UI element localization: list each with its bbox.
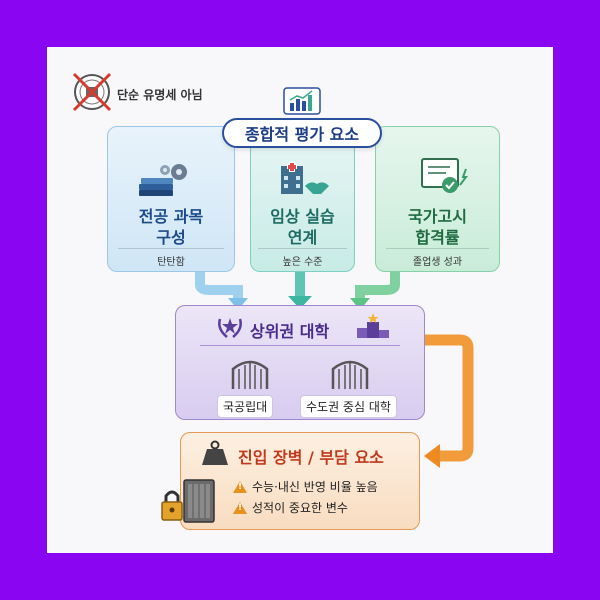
card-clinical-practice [250,140,355,272]
arrow-barrier-head [424,444,440,468]
card-right-sub: 졸업생 성과 [412,257,463,268]
hospital-handshake-icon [281,162,329,194]
note-not-just-fame: 단순 유명세 아님 [117,88,203,102]
books-gears-icon [139,164,187,196]
card-left-title: 전공 과목 구성 [107,206,235,248]
warning-icon [233,501,247,514]
uni-divider [200,345,400,346]
university-gate-icon-right [331,360,369,389]
bar-chart-icon [283,87,321,115]
card-mid-title-line2: 연계 [287,228,318,247]
warning-icon [233,480,247,493]
card-right-title-line2: 합격률 [415,228,460,247]
entry-barrier-box [180,432,420,530]
podium-icon [357,313,389,338]
card-left-title-line1: 전공 과목 [138,207,204,226]
barrier-item-1-text: 수능·내신 반영 비율 높음 [252,480,378,494]
card-right-title-line1: 국가고시 [408,207,467,226]
top-tier-university-title: 상위권 대학 [250,322,330,341]
label-national-public-university: 국공립대 [217,395,274,418]
entry-barrier-title: 진입 장벽 / 부담 요소 [238,448,384,467]
comprehensive-evaluation-title: 종합적 평가 요소 [222,118,382,148]
card-mid-divider [258,248,347,249]
barrier-item-1: 수능·내신 반영 비율 높음 [233,478,378,495]
label-capital-area-university: 수도권 중심 대학 [300,395,397,418]
card-left-title-line2: 구성 [156,228,186,247]
arrow-mid-shaft [295,272,305,298]
arrow-uni-to-barrier [425,334,474,462]
card-exam-pass-rate [375,126,500,272]
weight-icon [202,440,228,465]
arrow-left-to-uni [195,272,243,300]
card-right-title: 국가고시 합격률 [375,206,500,248]
arrow-left-head [228,298,248,310]
arrow-right-head [350,298,370,310]
barrier-item-2: 성적이 중요한 변수 [233,499,348,516]
lock-door-icon [161,479,215,523]
arrow-mid-head [288,296,312,309]
certificate-icon [421,158,468,193]
card-right-divider [386,248,489,249]
card-mid-title: 임상 실습 연계 [250,206,355,248]
card-left-divider [118,248,224,249]
card-major-courses [107,126,235,272]
university-gate-icon-left [231,360,269,389]
card-left-sub: 탄탄함 [157,257,185,268]
barrier-item-2-text: 성적이 중요한 변수 [252,501,348,515]
prohibited-university-seal-icon [72,72,112,112]
laurel-star-icon [218,318,242,338]
card-mid-title-line1: 임상 실습 [270,207,335,226]
arrow-right-to-uni [355,272,400,300]
card-mid-sub: 높은 수준 [282,257,323,268]
